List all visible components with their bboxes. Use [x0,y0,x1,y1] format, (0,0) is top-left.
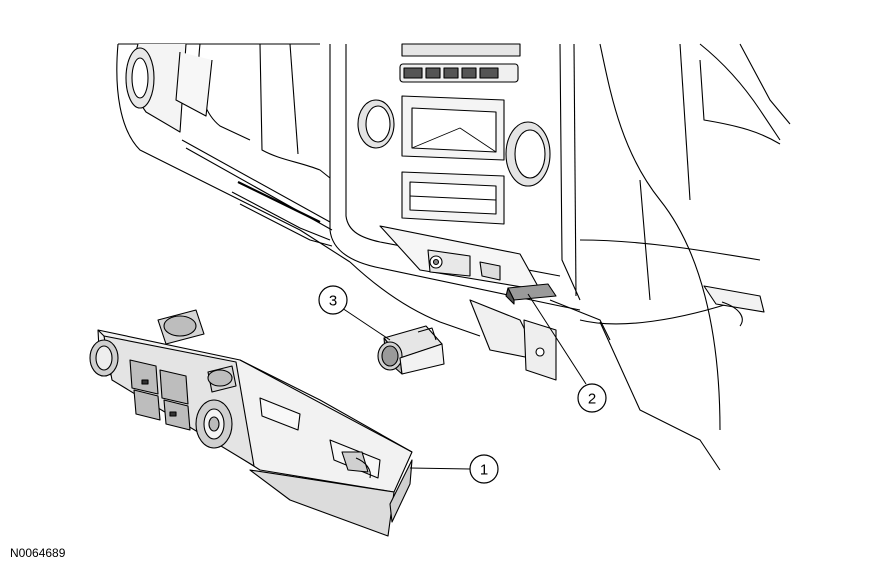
callout-leaders [341,293,587,470]
callout-3-label: 3 [329,293,337,310]
callout-3: 3 [318,285,348,315]
callout-1: 1 [469,454,499,484]
connector-knob-part [377,325,445,375]
figure-id-label: N0064689 [10,546,66,560]
callout-2-label: 2 [588,391,596,408]
bracket-clip-part [505,283,557,305]
control-module-part [89,309,413,537]
callout-1-label: 1 [480,462,488,479]
instrument-panel [116,43,791,471]
callout-2: 2 [577,383,607,413]
